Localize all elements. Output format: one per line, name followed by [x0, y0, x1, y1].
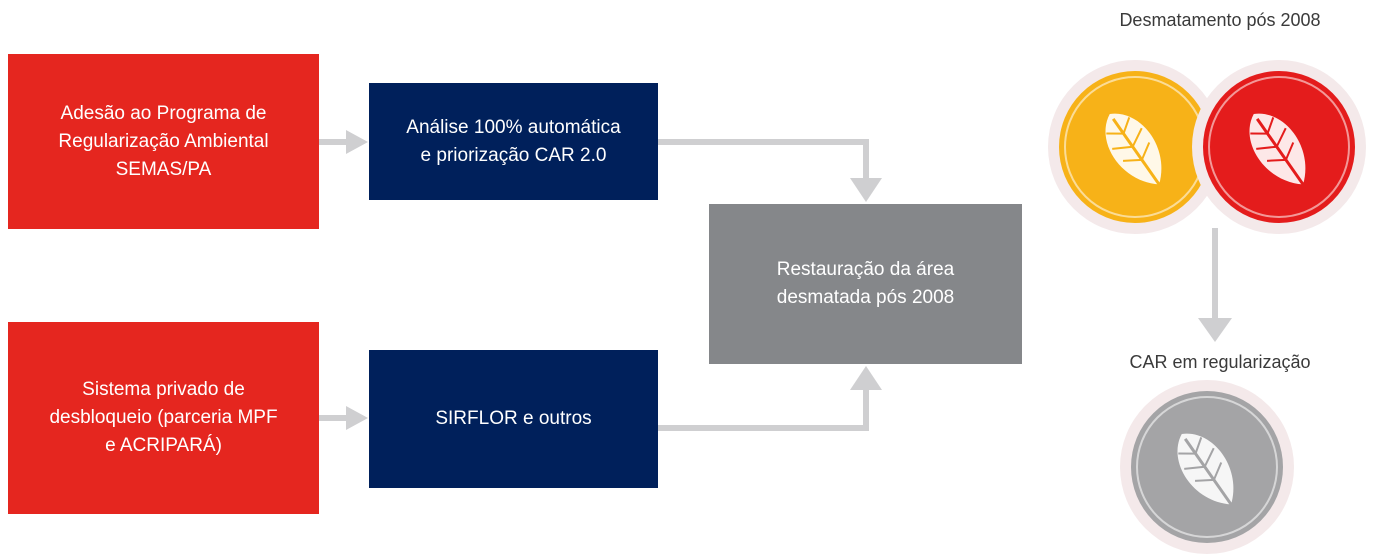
- arrowhead-red1: [346, 130, 368, 154]
- restoration-box: Restauração da área desmatada pós 2008: [709, 204, 1022, 364]
- program-adhesion-box: Adesão ao Programa de Regularização Ambi…: [8, 54, 319, 229]
- sirflor-box: SIRFLOR e outros: [369, 350, 658, 488]
- auto-analysis-box: Análise 100% automática e priorização CA…: [369, 83, 658, 200]
- leaf-badge-gray-icon: [1120, 380, 1294, 554]
- arrowhead-badges: [1198, 318, 1232, 342]
- arrowhead-navy1: [850, 178, 882, 202]
- arrowhead-red2: [346, 406, 368, 430]
- arrowhead-navy2: [850, 366, 882, 390]
- leaf-badge-red-icon: [1192, 60, 1366, 234]
- arrow-navy2-to-gray: [658, 388, 869, 431]
- car-regularization-label: CAR em regularização: [1129, 352, 1311, 372]
- private-unlock-box: Sistema privado de desbloqueio (parceria…: [8, 322, 319, 514]
- deforestation-label: Desmatamento pós 2008: [1119, 10, 1321, 30]
- arrow-navy1-to-gray: [658, 139, 869, 180]
